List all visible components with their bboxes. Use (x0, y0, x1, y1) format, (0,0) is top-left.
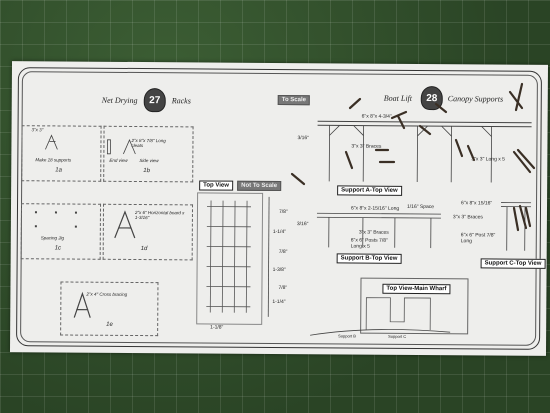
wood-part-5 (508, 90, 524, 110)
wood-part-8 (344, 150, 354, 170)
wood-part-1 (348, 97, 362, 110)
wood-part-2 (396, 114, 406, 130)
wood-part-15 (516, 148, 536, 170)
wood-part-18 (524, 206, 532, 228)
wood-part-16 (512, 206, 520, 232)
wood-part-14 (512, 150, 532, 174)
wood-part-13 (466, 144, 476, 162)
wood-part-7 (418, 124, 432, 136)
wood-part-12 (454, 138, 464, 158)
instruction-sheet: Net Drying 27 Racks To Scale Boat Lift 2… (9, 61, 549, 356)
wood-part-4 (434, 102, 448, 114)
wood-part-11 (290, 172, 306, 186)
wood-part-17 (518, 204, 528, 230)
technical-drawings (34, 120, 532, 336)
wood-part-6 (514, 82, 524, 112)
wood-part-3 (390, 110, 408, 120)
